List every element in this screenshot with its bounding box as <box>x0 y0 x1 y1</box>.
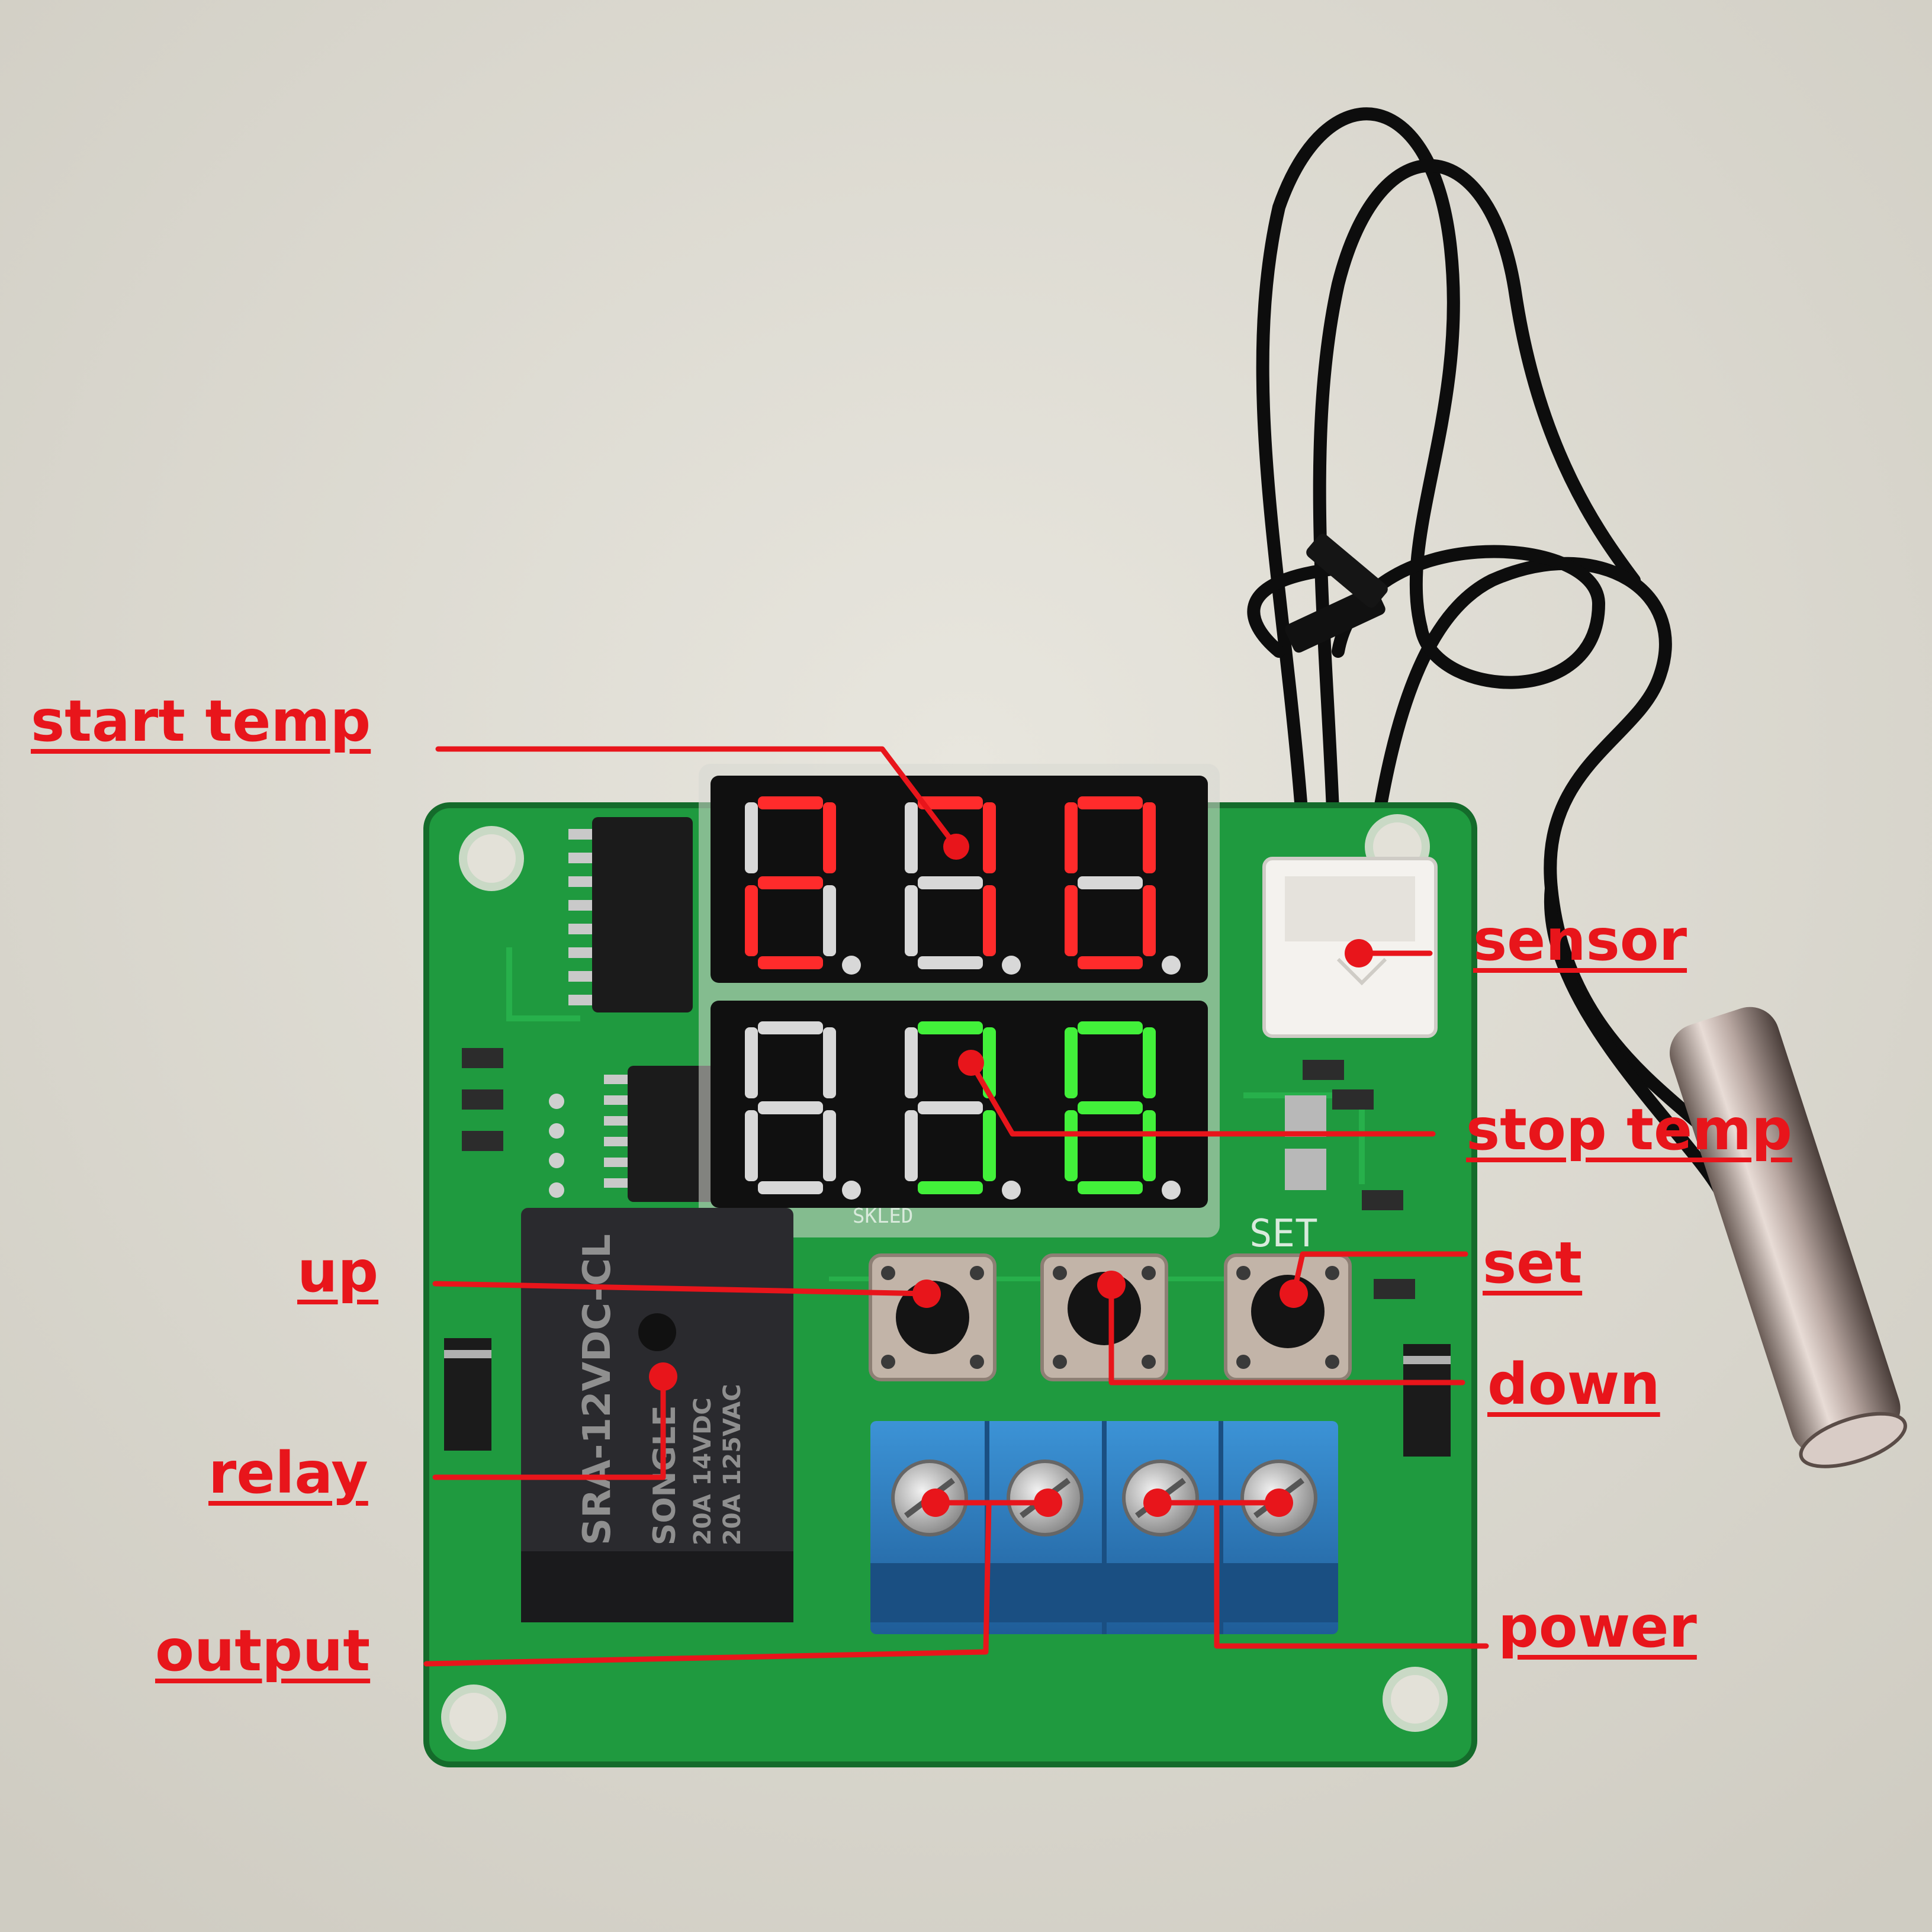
leader-up <box>432 1281 930 1297</box>
segment-b <box>1143 1027 1156 1098</box>
decimal-point <box>1162 956 1181 975</box>
segment-f <box>1065 1027 1078 1098</box>
seven-segment-green <box>745 1021 1181 1200</box>
terminal-block <box>870 1421 1338 1634</box>
label-stop-temp: stop temp <box>1466 1097 1792 1163</box>
segment-a <box>1078 1021 1143 1034</box>
smd-components <box>462 1048 1415 1299</box>
segment-b <box>1143 802 1156 873</box>
segment-d <box>758 1181 823 1194</box>
decimal-point <box>842 1181 861 1200</box>
segment-f <box>905 802 918 873</box>
decimal-point <box>1002 956 1021 975</box>
segment-b <box>983 802 996 873</box>
segment-g <box>758 1101 823 1114</box>
segment-f <box>1065 802 1078 873</box>
label-sensor: sensor <box>1473 907 1687 973</box>
segment-g <box>1078 1101 1143 1114</box>
mounting-hole <box>1383 1667 1448 1732</box>
segment-d <box>1078 1181 1143 1194</box>
segment-d <box>758 956 823 969</box>
label-relay: relay <box>208 1440 368 1506</box>
leader-relay <box>432 1374 666 1480</box>
segment-d <box>1078 956 1143 969</box>
segment-e <box>905 1110 918 1181</box>
button-down[interactable] <box>1040 1253 1168 1381</box>
sensor-cable <box>1247 107 1747 1203</box>
segment-c <box>1143 885 1156 956</box>
segment-a <box>918 1021 983 1034</box>
leader-power-drop <box>1214 1500 1489 1649</box>
svg-text:20A 125VAC: 20A 125VAC <box>719 1384 746 1545</box>
label-up: up <box>297 1239 379 1305</box>
segment-e <box>1065 885 1078 956</box>
segment-c <box>1143 1110 1156 1181</box>
segment-g <box>758 876 823 889</box>
mounting-hole <box>459 826 524 891</box>
svg-text:SRA-12VDC-CL: SRA-12VDC-CL <box>576 1234 619 1545</box>
decimal-point <box>1002 1181 1021 1200</box>
button-set[interactable] <box>1224 1253 1352 1381</box>
segment-c <box>983 1110 996 1181</box>
segment-b <box>823 802 836 873</box>
leader-start-temp <box>435 746 959 850</box>
label-start-temp: start temp <box>31 688 371 754</box>
label-set: set <box>1483 1230 1583 1296</box>
cable-loose-end <box>1285 533 1388 653</box>
seven-segment-red <box>745 796 1181 975</box>
label-power: power <box>1498 1594 1697 1660</box>
segment-b <box>823 1027 836 1098</box>
decimal-point <box>1162 1181 1181 1200</box>
segment-d <box>918 956 983 969</box>
ic-chip-upper <box>568 817 693 1012</box>
segment-d <box>918 1181 983 1194</box>
segment-c <box>823 1110 836 1181</box>
svg-text:20A 14VDC: 20A 14VDC <box>689 1397 716 1545</box>
leader-stop-temp <box>968 1060 1436 1137</box>
segment-c <box>983 885 996 956</box>
label-output: output <box>155 1618 371 1684</box>
segment-a <box>758 796 823 809</box>
callout-dots <box>649 834 1373 1517</box>
callout-lines <box>423 746 1489 1667</box>
display-module-text: SKLED <box>853 1204 913 1228</box>
segment-e <box>1065 1110 1078 1181</box>
diode-left <box>444 1338 491 1451</box>
segment-a <box>1078 796 1143 809</box>
segment-g <box>918 1101 983 1114</box>
diode-right <box>1403 1344 1451 1457</box>
temperature-probe <box>1669 1007 1907 1468</box>
segment-b <box>983 1027 996 1098</box>
button-up[interactable] <box>869 1253 996 1381</box>
segment-f <box>745 1027 758 1098</box>
segment-g <box>918 876 983 889</box>
silkscreen-set-label: SET <box>1249 1212 1318 1256</box>
segment-g <box>1078 876 1143 889</box>
header-pins <box>549 1094 564 1198</box>
segment-c <box>823 885 836 956</box>
decimal-point <box>842 956 861 975</box>
segment-a <box>758 1021 823 1034</box>
segment-a <box>918 796 983 809</box>
leader-down <box>1108 1282 1465 1385</box>
segment-e <box>905 885 918 956</box>
segment-e <box>745 885 758 956</box>
mounting-hole <box>441 1685 506 1750</box>
relay-component <box>521 1208 793 1622</box>
segment-e <box>745 1110 758 1181</box>
segment-f <box>905 1027 918 1098</box>
label-down: down <box>1487 1351 1660 1417</box>
segment-f <box>745 802 758 873</box>
leader-output <box>423 1501 992 1667</box>
